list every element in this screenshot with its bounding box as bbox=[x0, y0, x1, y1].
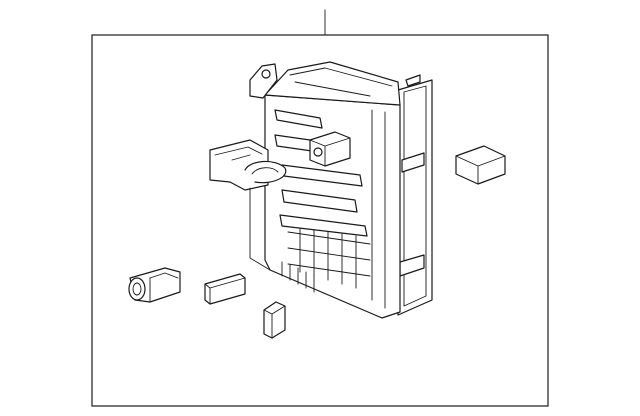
fuse-cover-block bbox=[455, 145, 506, 185]
fuse-clip bbox=[263, 301, 286, 339]
main-fuse-box bbox=[209, 61, 433, 319]
connector-plug-left bbox=[128, 267, 181, 303]
relay-wedge bbox=[204, 273, 246, 305]
fuse-grid bbox=[287, 227, 371, 289]
diagram-frame bbox=[91, 34, 549, 407]
